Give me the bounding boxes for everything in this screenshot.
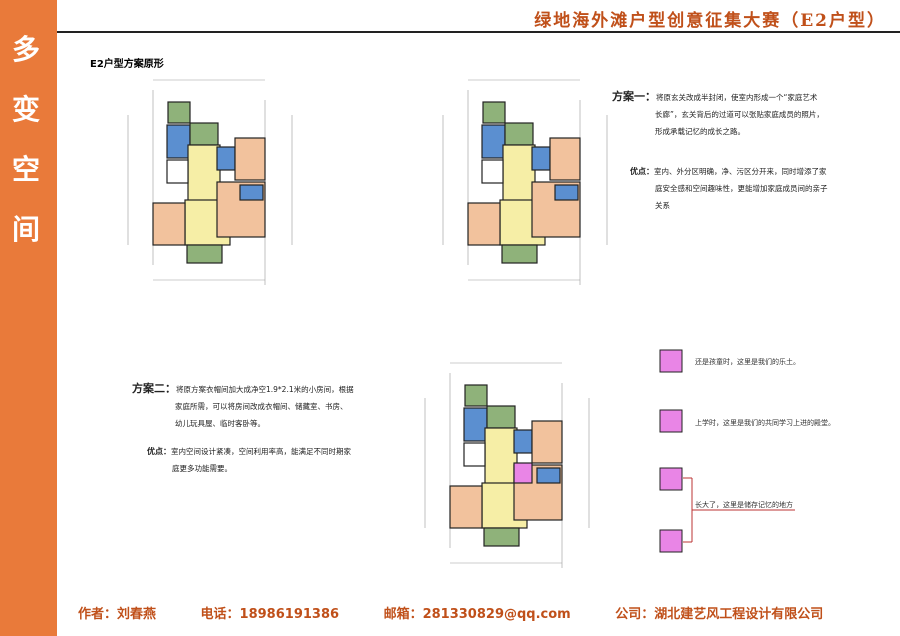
- kitchen: [486, 405, 516, 429]
- scheme1-advantage: 优点：室内、外分区明确，净、污区分开来，同时增添了家 庭安全感和空间趣味性，更能…: [630, 163, 828, 214]
- legend-storage-alt: [659, 529, 683, 553]
- bedroom: [467, 202, 501, 246]
- legend-school: 上学时，这里是我们的共同学习上进的殿堂。: [695, 419, 835, 427]
- line: 将原方案衣帽间加大成净空1.9*2.1米的小房间，根据: [176, 385, 354, 394]
- page-title: 绿地海外滩户型创意征集大赛（E2户型）: [534, 11, 886, 31]
- scheme1-label: 方案一：: [612, 90, 656, 103]
- balcony: [501, 244, 538, 264]
- sidebar-char: 间: [12, 213, 41, 246]
- scheme2-label: 方案二：: [132, 382, 176, 395]
- legend-playroom: [659, 349, 683, 373]
- elevator-shaft: [481, 159, 504, 184]
- legend-storage: [659, 467, 683, 491]
- footer-email: 邮箱：281330829@qq.com: [383, 607, 571, 622]
- flex-room: [513, 462, 533, 484]
- legend-childhood: 还是孩童时，这里是我们的乐土。: [695, 358, 800, 366]
- scheme2-advantage: 优点：室内空间设计紧凑，空间利用率高，能满足不同时期家 庭更多功能需要。: [147, 443, 351, 477]
- elevator-shaft: [463, 442, 486, 467]
- bathroom: [239, 184, 264, 201]
- line: 幼儿玩具屋、临时客卧等。: [175, 419, 265, 428]
- section-subtitle: E2户型方案原形: [90, 59, 164, 70]
- footer-phone: 电话：18986191386: [200, 607, 340, 622]
- bathroom: [463, 407, 488, 442]
- adv-label: 优点：: [147, 447, 171, 456]
- living-room: [502, 144, 536, 204]
- bathroom: [536, 467, 561, 484]
- bathroom: [216, 146, 236, 171]
- header-divider: [57, 31, 900, 33]
- sidebar-char: 变: [12, 93, 41, 126]
- kitchen: [189, 122, 219, 146]
- scheme2-text: 方案二：将原方案衣帽间加大成净空1.9*2.1米的小房间，根据 家庭所需，可以将…: [132, 380, 354, 432]
- bedroom: [531, 420, 563, 464]
- living-room: [187, 144, 221, 204]
- balcony: [482, 101, 506, 124]
- line: 庭安全感和空间趣味性，更能增加家庭成员间的亲子: [655, 184, 828, 193]
- sidebar-char: 空: [12, 153, 41, 186]
- footer-author: 作者：刘春燕: [78, 607, 157, 622]
- bedroom: [449, 485, 483, 529]
- footer-company: 公司：湖北建艺风工程设计有限公司: [615, 607, 824, 622]
- balcony: [167, 101, 191, 124]
- line: 长廊”，玄关背后的过道可以张贴家庭成员的照片，: [655, 110, 824, 119]
- scheme1-text: 方案一：将原玄关改成半封闭，使室内形成一个“家庭艺术 长廊”，玄关背后的过道可以…: [612, 88, 824, 140]
- bathroom: [531, 146, 551, 171]
- line: 室内空间设计紧凑，空间利用率高，能满足不同时期家: [171, 447, 351, 456]
- bathroom: [554, 184, 579, 201]
- balcony: [186, 244, 223, 264]
- balcony: [483, 527, 520, 547]
- bedroom: [152, 202, 186, 246]
- footer: 作者：刘春燕 电话：18986191386 邮箱：281330829@qq.co…: [78, 603, 863, 622]
- line: 庭更多功能需要。: [172, 464, 232, 473]
- line: 家庭所需，可以将房间改成衣帽间、储藏室、书房、: [175, 402, 348, 411]
- bathroom: [481, 124, 506, 159]
- adv-label: 优点：: [630, 167, 654, 176]
- kitchen: [504, 122, 534, 146]
- sidebar: 多 变 空 间: [0, 0, 57, 636]
- sidebar-char: 多: [12, 33, 41, 66]
- legend-study: [659, 409, 683, 433]
- legend-adult: 长大了，这里是储存记忆的地方: [695, 501, 793, 509]
- line: 关系: [655, 201, 670, 210]
- bedroom: [549, 137, 581, 181]
- living-room: [484, 427, 518, 487]
- bathroom: [513, 429, 533, 454]
- line: 形成承载记忆的成长之路。: [655, 127, 745, 136]
- bathroom: [166, 124, 191, 159]
- balcony: [464, 384, 488, 407]
- bedroom: [234, 137, 266, 181]
- line: 室内、外分区明确，净、污区分开来，同时增添了家: [654, 167, 827, 176]
- line: 将原玄关改成半封闭，使室内形成一个“家庭艺术: [656, 93, 818, 102]
- elevator-shaft: [166, 159, 189, 184]
